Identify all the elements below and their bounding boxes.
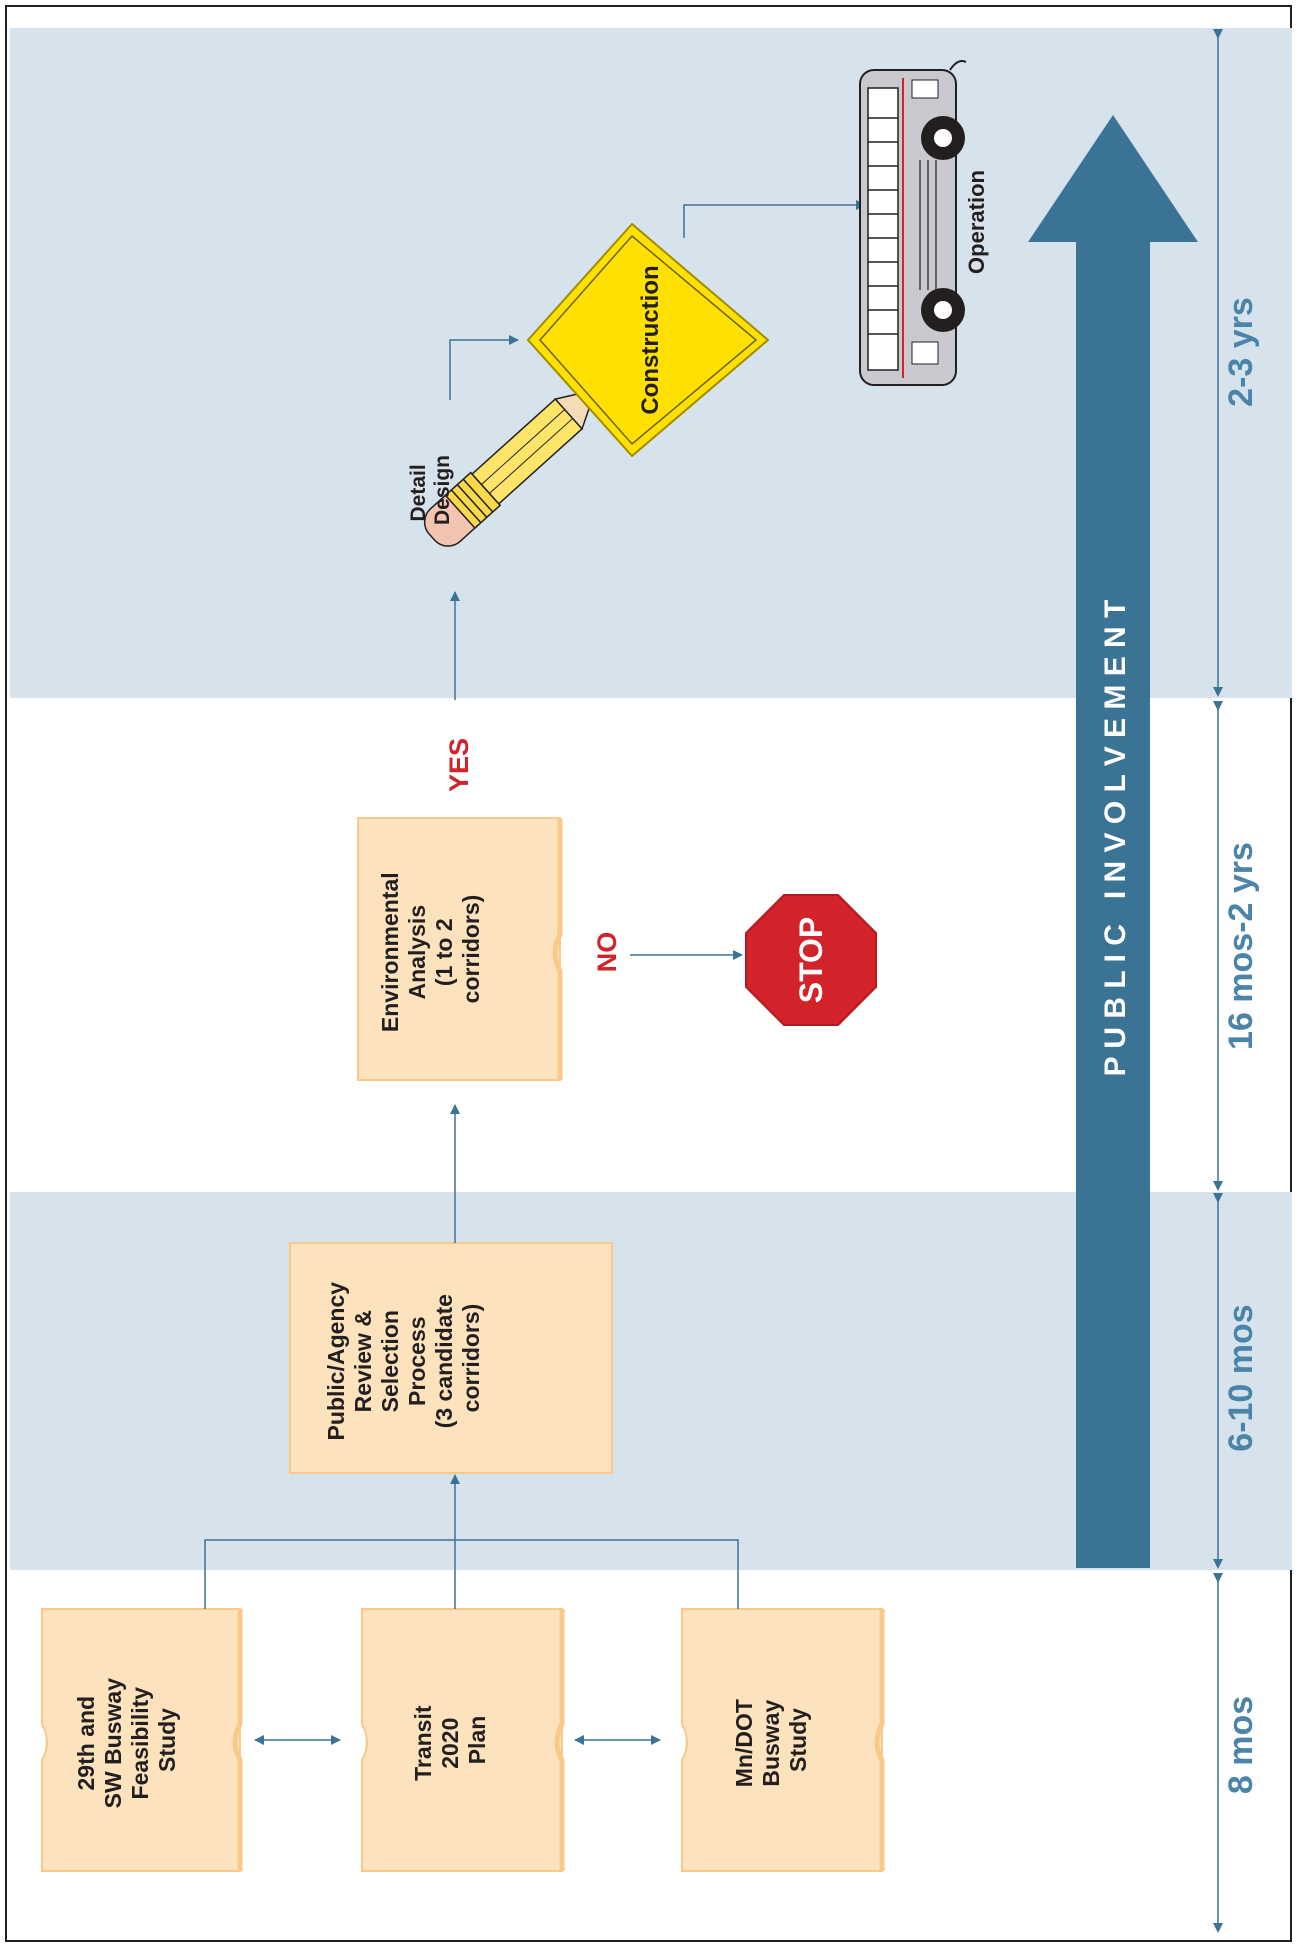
document-shape <box>41 1608 241 1872</box>
study-label-transit-2020: Transit 2020 Plan <box>410 1699 490 1781</box>
arrow-shaft <box>1076 240 1150 1568</box>
document-shape <box>681 1608 883 1872</box>
study-document-3: Mn/DOT Busway Study <box>681 1608 885 1872</box>
duration-phase-2: 6-10 mos <box>1222 1304 1260 1451</box>
construction-diamond <box>526 222 770 458</box>
study-label-29th-sw-busway: 29th and SW Busway Feasibility Study <box>73 1672 180 1809</box>
bus-icon <box>859 60 967 386</box>
arrow-to-operation <box>683 200 866 238</box>
merge-line <box>204 1539 739 1609</box>
stop-octagon <box>745 894 877 1026</box>
construction-diamond-border <box>538 234 758 446</box>
study-document-2: Transit 2020 Plan <box>361 1608 565 1872</box>
stop-label: STOP <box>793 917 829 1004</box>
yes-label: YES <box>444 738 474 792</box>
document-edge <box>554 1609 565 1871</box>
construction-sign-icon: Construction <box>526 222 770 458</box>
public-involvement-arrow: P U B L I C I N V O L V E M E N T <box>1028 115 1198 1568</box>
review-box-shape <box>289 1242 613 1474</box>
public-involvement-label: P U B L I C I N V O L V E M E N T <box>1099 600 1132 1077</box>
stop-sign-icon: STOP <box>745 894 877 1026</box>
construction-label: Construction <box>637 265 664 414</box>
durations: 8 mos 6-10 mos 16 mos-2 yrs 2-3 yrs <box>1222 297 1260 1794</box>
study-document-1: 29th and SW Busway Feasibility Study <box>41 1608 243 1872</box>
review-box-label: Public/Agency Review & Selection Process… <box>323 1276 484 1441</box>
detail-design-label: Detail Design <box>407 455 454 525</box>
environmental-analysis-box: Environmental Analysis (1 to 2 corridors… <box>357 817 563 1081</box>
document-shape <box>361 1608 563 1872</box>
operation-label: Operation <box>964 170 989 274</box>
study-label-mndot-busway: Mn/DOT Busway Study <box>731 1693 811 1788</box>
document-edge <box>232 1609 243 1871</box>
no-label: NO <box>592 932 622 973</box>
document-edge <box>874 1609 885 1871</box>
duration-phase-3: 16 mos-2 yrs <box>1222 842 1260 1050</box>
duration-phase-1: 8 mos <box>1222 1696 1260 1794</box>
env-box-label: Environmental Analysis (1 to 2 corridors… <box>377 866 484 1032</box>
env-box-edge <box>552 818 563 1080</box>
arrow-to-construction <box>449 335 519 400</box>
duration-phase-4: 2-3 yrs <box>1222 297 1260 407</box>
merge-connector <box>204 1474 739 1609</box>
review-selection-box: Public/Agency Review & Selection Process… <box>289 1242 613 1474</box>
arrow-head <box>1028 115 1198 242</box>
